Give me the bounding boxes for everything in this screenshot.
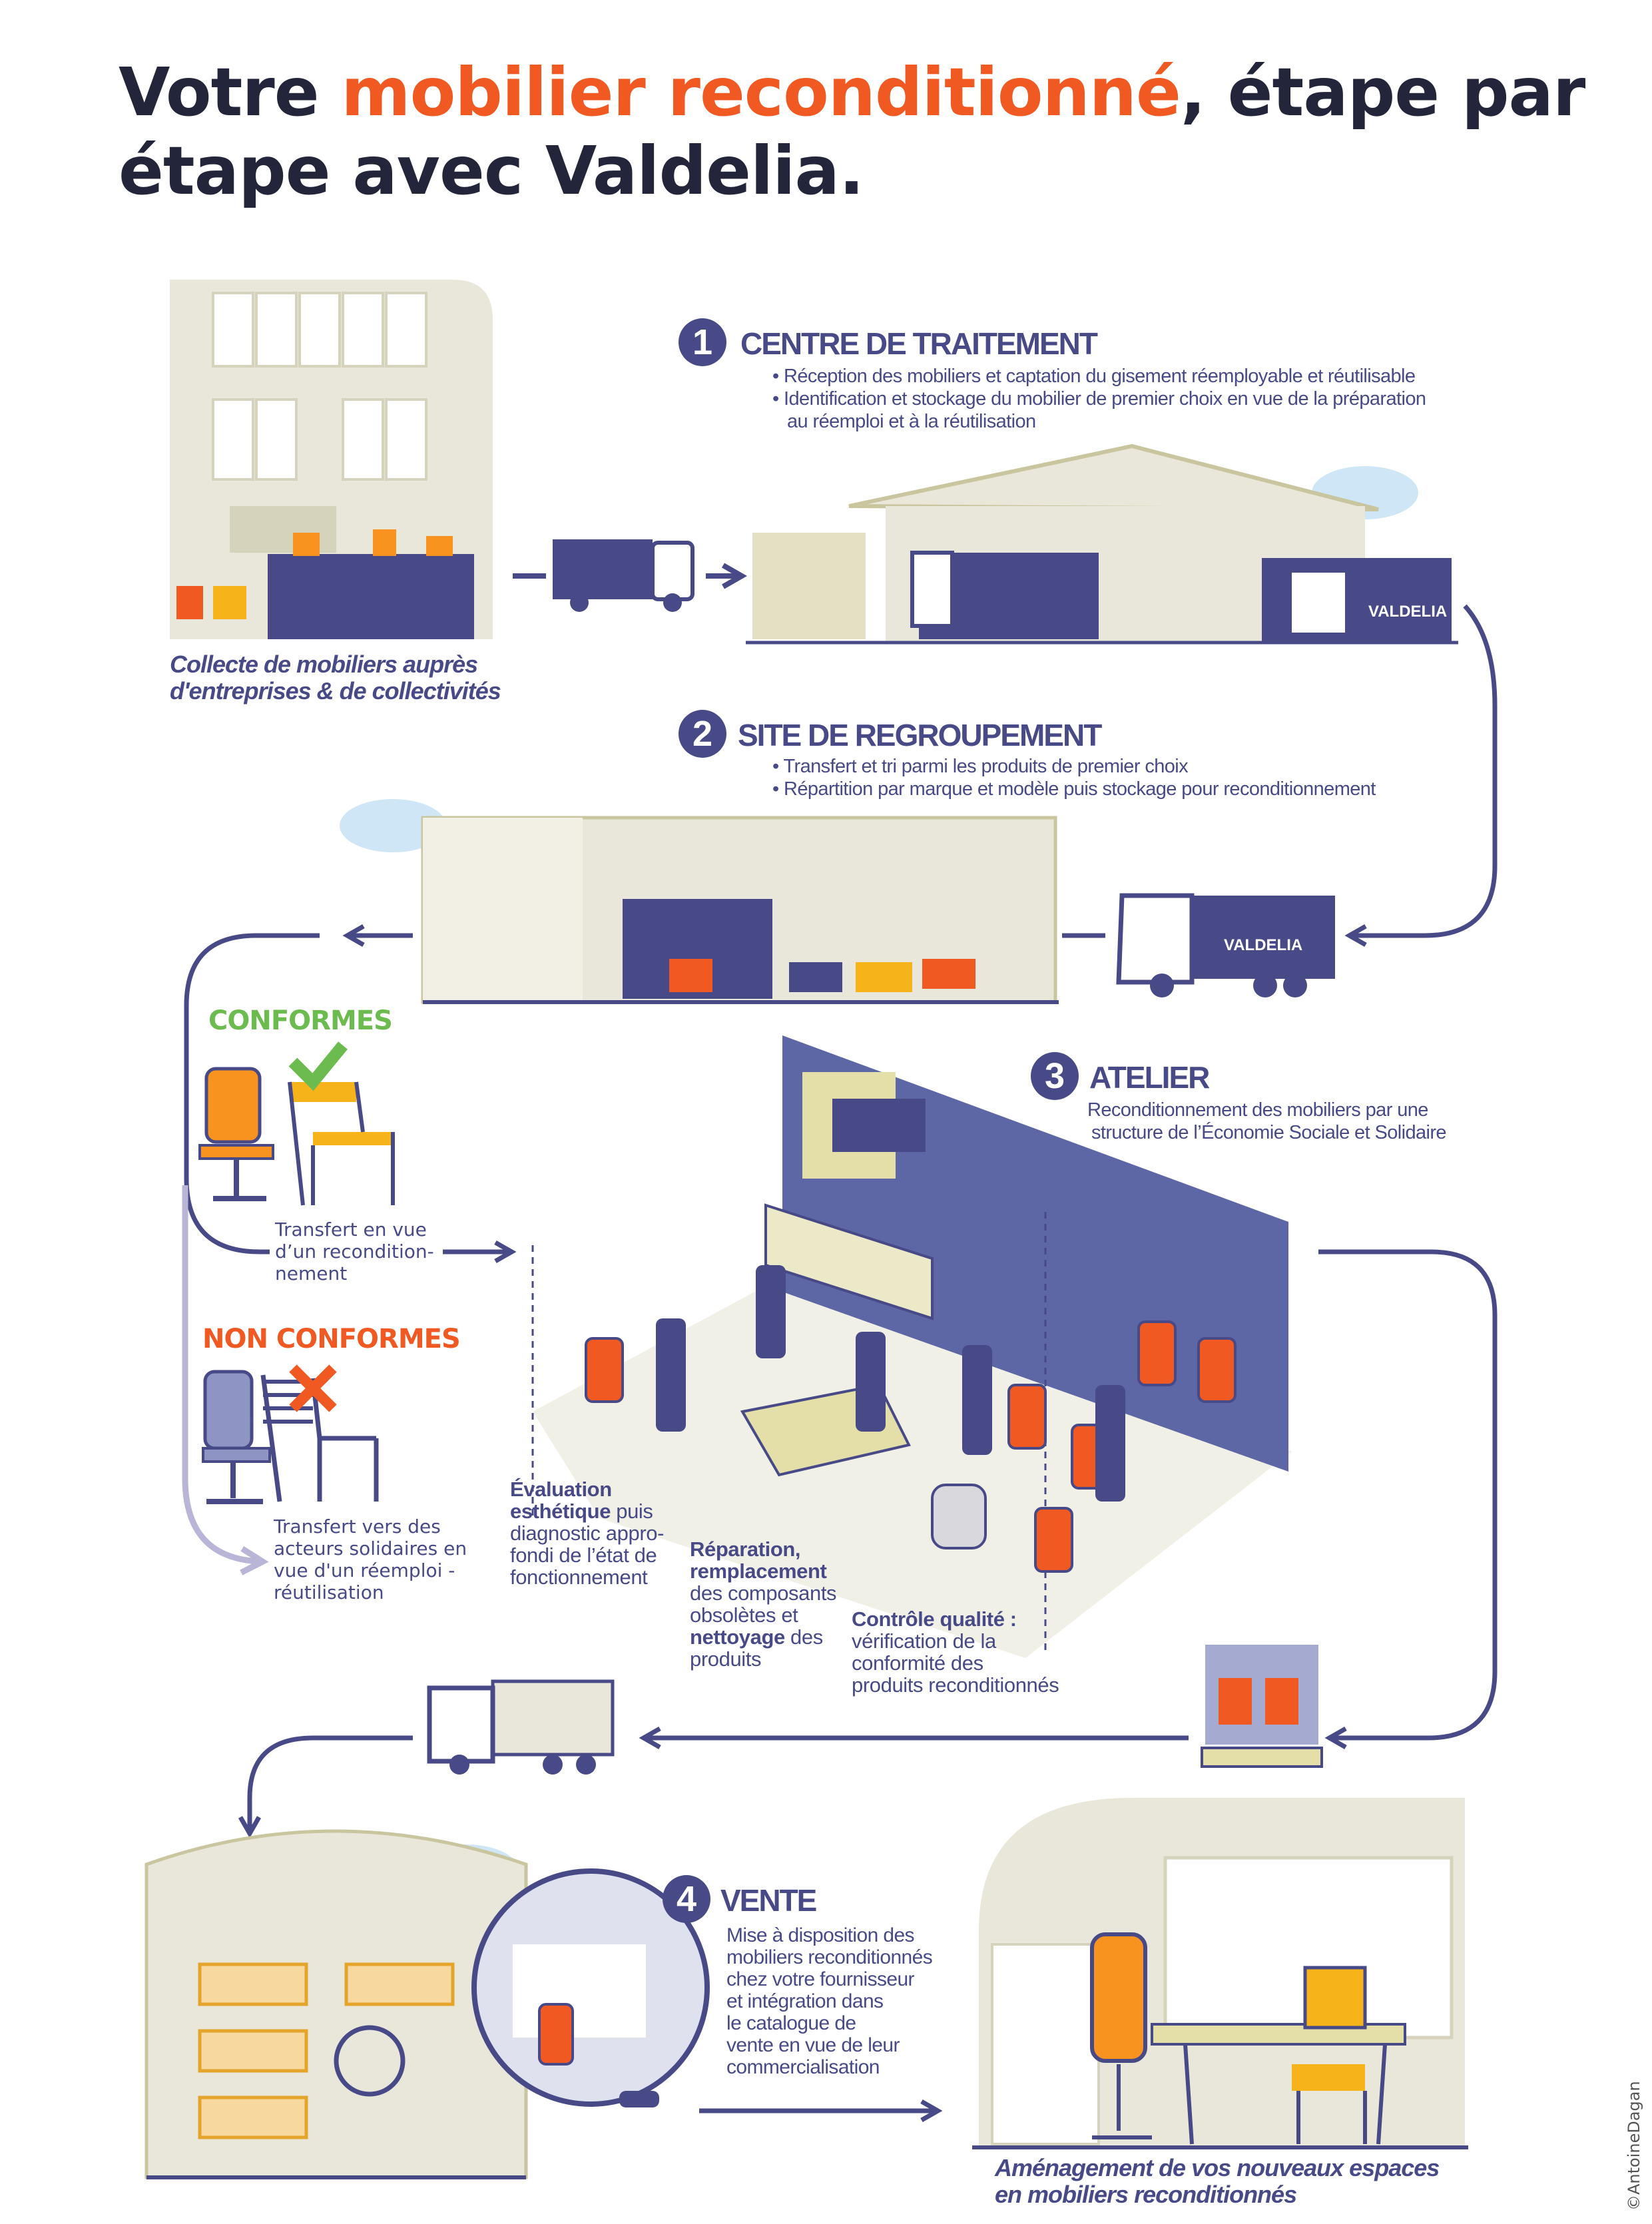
- page-title: Votre mobilier reconditionné, étape par …: [119, 53, 1585, 210]
- step-1-badge: 1: [679, 318, 726, 366]
- step-2-bullets: • Transfert et tri parmi les produits de…: [772, 756, 1376, 800]
- conformes-label: CONFORMES: [208, 1005, 393, 1036]
- step-2-badge: 2: [679, 710, 726, 758]
- treatment-center-illustration: [746, 443, 1458, 645]
- pallet-chairs-illustration: [1201, 1645, 1323, 1768]
- step-4-title: VENTE: [720, 1883, 817, 1918]
- step-3-badge: 3: [1031, 1052, 1079, 1100]
- step-2-title: SITE DE REGROUPEMENT: [738, 718, 1102, 752]
- regrouping-site-illustration: [340, 799, 1059, 1004]
- cross-icon: [289, 1364, 337, 1412]
- workshop-illustration: [531, 1035, 1292, 1658]
- check-icon: [288, 1041, 348, 1091]
- office-illustration: [972, 1798, 1468, 2149]
- truck-label: VALDELIA: [1224, 936, 1303, 954]
- non-conformes-label: NON CONFORMES: [202, 1324, 461, 1354]
- delivery-truck-illustration: [427, 1679, 615, 1775]
- valdelia-container: [1262, 558, 1452, 643]
- credit: ©AntoineDagan: [1625, 2081, 1643, 2211]
- step-3-title: ATELIER: [1089, 1060, 1210, 1095]
- step-1-title: CENTRE DE TRAITEMENT: [740, 326, 1098, 361]
- excavator: [752, 533, 866, 639]
- container-label: VALDELIA: [1368, 603, 1448, 621]
- step-4-badge: 4: [663, 1875, 710, 1923]
- conforming-chairs-illustration: [198, 1041, 395, 1206]
- evaluation-note: Évaluation esthétique puis diagnostic ap…: [510, 1478, 665, 1589]
- valdelia-truck-illustration: [1116, 893, 1335, 997]
- dumpster: [268, 554, 474, 639]
- cart-icon: [619, 2091, 659, 2107]
- step-1-bullets: • Réception des mobiliers et captation d…: [772, 366, 1426, 432]
- non-conforming-chairs-illustration: [202, 1364, 379, 1504]
- collection-truck-illustration: [553, 539, 694, 612]
- collection-building-illustration: [170, 280, 493, 639]
- sales-warehouse-illustration: [144, 1829, 710, 2179]
